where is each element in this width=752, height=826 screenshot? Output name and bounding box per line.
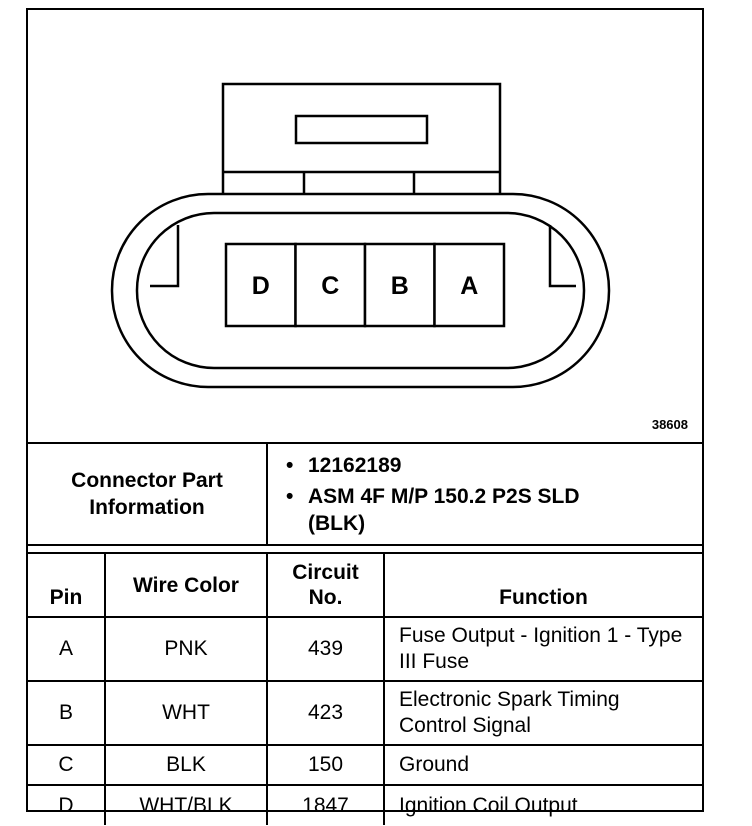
circuit-cell: 423 xyxy=(266,680,385,746)
figure-id: 38608 xyxy=(651,417,688,432)
wire-color-cell: WHT/BLK xyxy=(104,784,268,825)
connector-table: Connector Part Information 12162189 ASM … xyxy=(28,442,702,825)
cavity-d xyxy=(224,242,297,328)
header-wire-color: Wire Color xyxy=(104,552,268,618)
table-row: B WHT 423 Electronic Spark Timing Contro… xyxy=(28,680,702,746)
wire-color-cell: PNK xyxy=(104,616,268,682)
function-cell: Ignition Coil Output xyxy=(383,784,702,825)
circuit-cell: 150 xyxy=(266,744,385,786)
cavity-label-d: D xyxy=(252,272,270,300)
part-info-label: Connector Part Information xyxy=(28,442,268,546)
wire-color-cell: WHT xyxy=(104,680,268,746)
cavity-label-b: B xyxy=(391,272,409,300)
pin-cell: B xyxy=(28,680,106,746)
table-row: C BLK 150 Ground xyxy=(28,744,702,786)
pin-cell: D xyxy=(28,784,106,825)
cavity-label-a: A xyxy=(460,272,478,300)
function-cell: Ground xyxy=(383,744,702,786)
right-key xyxy=(548,225,576,288)
part-description: ASM 4F M/P 150.2 P2S SLD (BLK) xyxy=(286,483,588,537)
cavity-b xyxy=(363,242,436,328)
part-info-list: 12162189 ASM 4F M/P 150.2 P2S SLD (BLK) xyxy=(266,442,702,546)
cavity-label-c: C xyxy=(321,272,339,300)
function-cell: Fuse Output - Ignition 1 - Type III Fuse xyxy=(383,616,702,682)
column-header-row: Pin Wire Color Circuit No. Function xyxy=(28,552,702,618)
header-pin: Pin xyxy=(28,552,106,618)
circuit-cell: 439 xyxy=(266,616,385,682)
part-info-label-text: Connector Part Information xyxy=(71,469,223,519)
latch-slot xyxy=(294,114,429,145)
table-row: A PNK 439 Fuse Output - Ignition 1 - Typ… xyxy=(28,616,702,682)
part-number: 12162189 xyxy=(286,452,702,479)
wire-color-cell: BLK xyxy=(104,744,268,786)
header-function: Function xyxy=(383,552,702,618)
table-row: D WHT/BLK 1847 Ignition Coil Output xyxy=(28,784,702,825)
circuit-cell: 1847 xyxy=(266,784,385,825)
header-circuit-no: Circuit No. xyxy=(266,552,385,618)
pin-cell: C xyxy=(28,744,106,786)
left-key xyxy=(150,225,180,288)
pin-cell: A xyxy=(28,616,106,682)
function-cell: Electronic Spark Timing Control Signal xyxy=(383,680,702,746)
part-info-row: Connector Part Information 12162189 ASM … xyxy=(28,442,702,546)
cavity-a xyxy=(433,242,506,328)
